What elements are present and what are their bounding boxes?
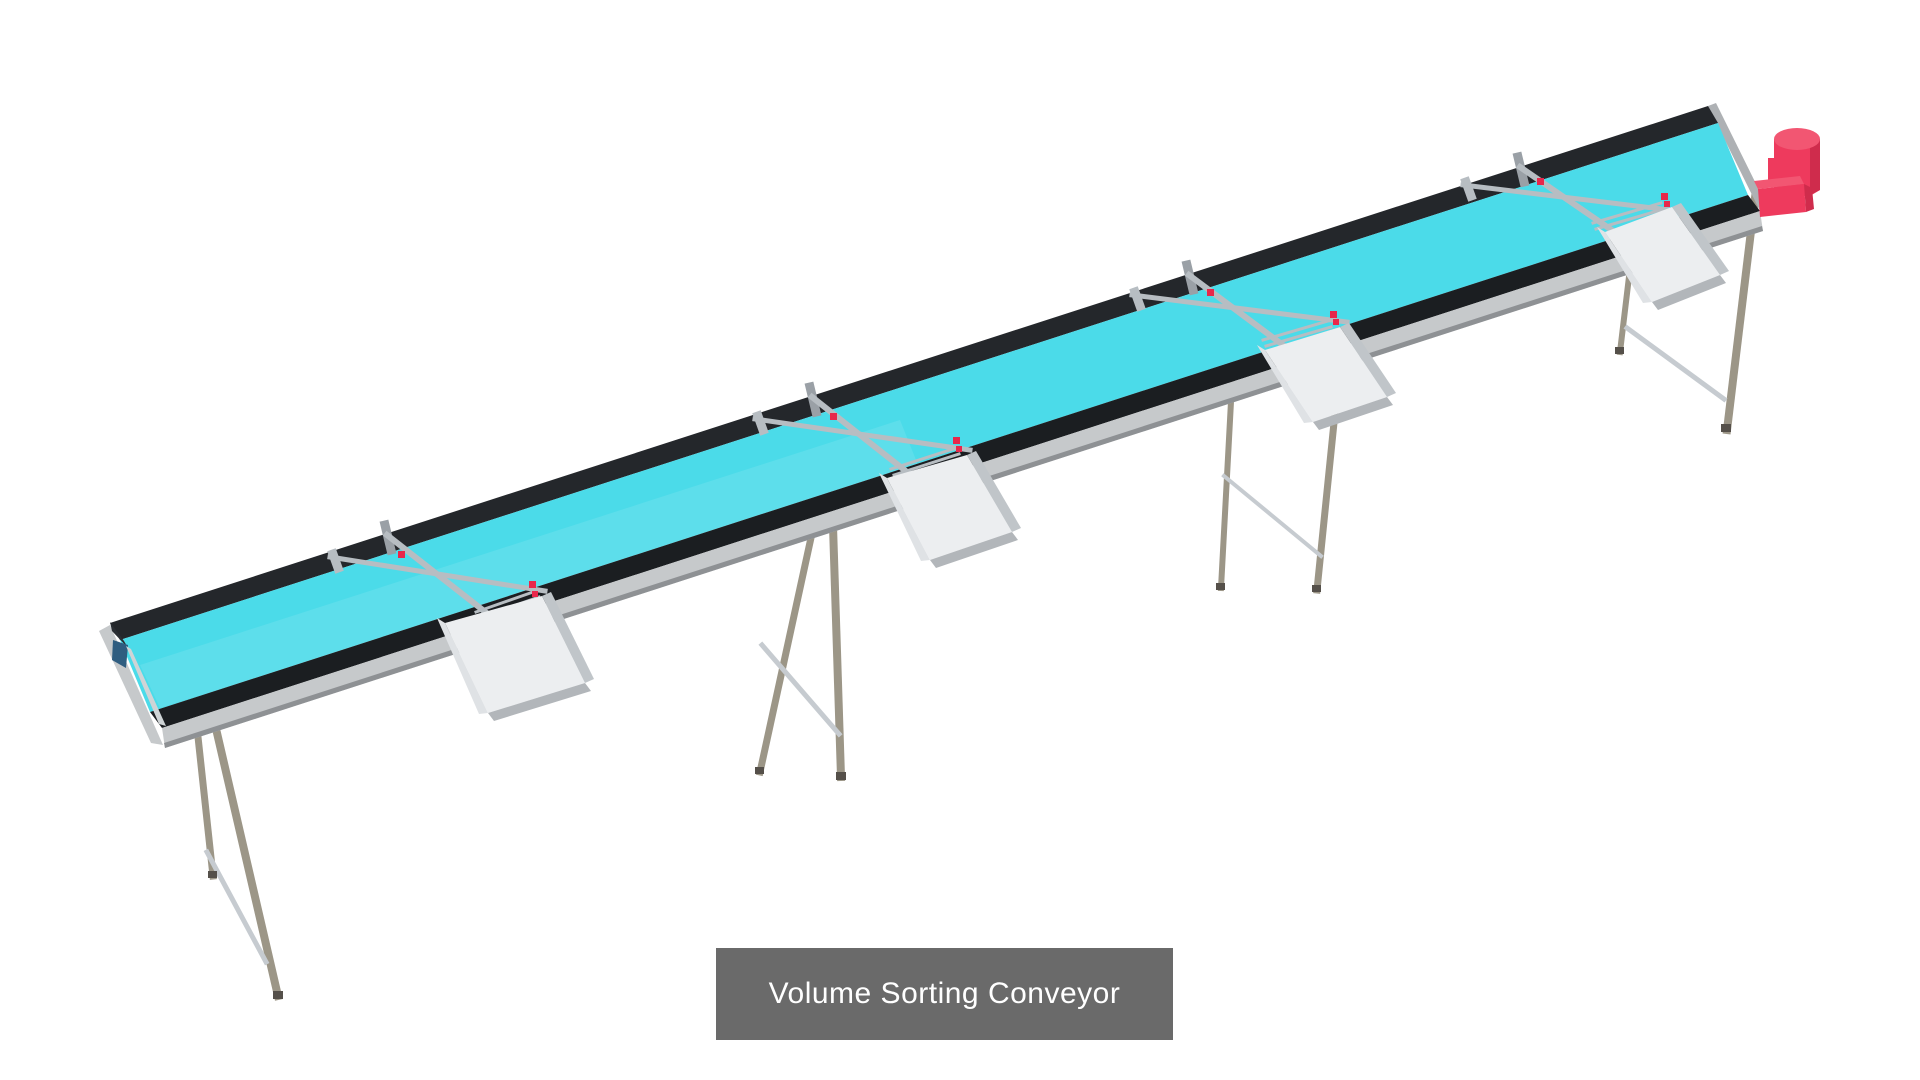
actuator-rod	[1591, 201, 1663, 225]
chute-wall-left	[1597, 227, 1652, 303]
leg-cross-brace	[758, 641, 843, 738]
motor-cylinder-top	[1774, 128, 1820, 150]
chute-wall-left	[1257, 345, 1313, 423]
gearbox-top	[1754, 176, 1804, 189]
belt-surface	[120, 123, 1748, 712]
pivot-pin	[532, 591, 538, 597]
pivot-pin	[1207, 289, 1214, 296]
discharge-chute-floor	[1605, 207, 1720, 302]
pivot-pin	[1330, 311, 1337, 318]
pivot-pin	[529, 581, 536, 588]
pivot-pin	[1661, 193, 1668, 200]
diverter-station-3	[1129, 259, 1396, 430]
gearbox-side	[1804, 184, 1814, 212]
leg-near	[1313, 399, 1340, 594]
chute-wall-left	[437, 618, 488, 714]
discharge-chute-floor	[1265, 327, 1387, 422]
diverter-station-2	[752, 381, 1021, 568]
leg-assembly-2	[755, 519, 846, 782]
leg-near	[212, 728, 283, 1001]
chute-lip	[488, 683, 591, 721]
leg-foot	[1615, 347, 1624, 354]
leg-foot	[1721, 424, 1731, 432]
actuator-rod	[474, 589, 538, 614]
right-end-face	[1708, 103, 1768, 211]
diverter-station-4	[1460, 151, 1729, 310]
caption-text: Volume Sorting Conveyor	[768, 977, 1121, 1010]
actuator-rod	[1264, 325, 1333, 348]
leg-assembly-3	[1216, 379, 1340, 594]
left-end-blue-block	[112, 640, 128, 668]
pivot-pin	[1537, 178, 1544, 185]
actuator-rod	[1261, 319, 1330, 342]
left-end-edge-sliver	[126, 646, 166, 726]
drive-motor	[1754, 128, 1820, 217]
conveyor-body	[99, 103, 1768, 748]
chute-wall-right	[1672, 203, 1729, 275]
chute-wall-right	[1340, 323, 1396, 397]
actuator-rod	[1594, 207, 1666, 231]
far-rail	[110, 106, 1718, 640]
chute-wall-left	[879, 473, 930, 561]
leg-assembly-1	[194, 728, 283, 1001]
leg-far	[1217, 379, 1236, 592]
diverter-arm-long	[1460, 182, 1681, 214]
chute-lip	[1652, 275, 1726, 310]
leg-foot	[273, 991, 283, 999]
pivot-pin	[830, 413, 837, 420]
chute-wall-right	[967, 451, 1021, 532]
pivot-pin	[956, 446, 962, 452]
leg-near	[1722, 193, 1760, 435]
pivot-pin	[1664, 201, 1670, 207]
discharge-chute-floor	[445, 596, 585, 713]
leg-far	[755, 519, 819, 777]
leg-cross-brace	[1623, 324, 1728, 403]
chute-wall-right	[542, 592, 594, 683]
belt-sheen	[140, 420, 920, 708]
chute-lip	[930, 532, 1018, 568]
pivot-pin	[398, 551, 405, 558]
pivot-pin	[1333, 319, 1339, 325]
motor-side-tab	[1768, 158, 1776, 182]
leg-foot	[836, 772, 846, 780]
leg-cross-brace	[203, 848, 270, 966]
actuator-rod	[892, 452, 961, 477]
gearbox-front	[1758, 184, 1806, 217]
caption-bar: Volume Sorting Conveyor	[716, 948, 1173, 1040]
actuator-rod	[889, 446, 958, 471]
leg-foot	[208, 871, 217, 878]
leg-far	[194, 733, 217, 880]
chute-lip	[1313, 397, 1393, 430]
left-end-rail-cap	[110, 622, 128, 648]
leg-near	[828, 521, 846, 782]
pivot-pin	[953, 437, 960, 444]
diverter-arm-long	[1129, 292, 1350, 325]
diverter-station-1	[327, 519, 594, 721]
leg-foot	[1312, 585, 1321, 592]
leg-foot	[1216, 583, 1225, 590]
discharge-chute-floor	[887, 455, 1012, 560]
leg-cross-brace	[1221, 473, 1324, 559]
motor-cylinder-shade	[1810, 139, 1820, 195]
leg-foot	[755, 767, 764, 774]
